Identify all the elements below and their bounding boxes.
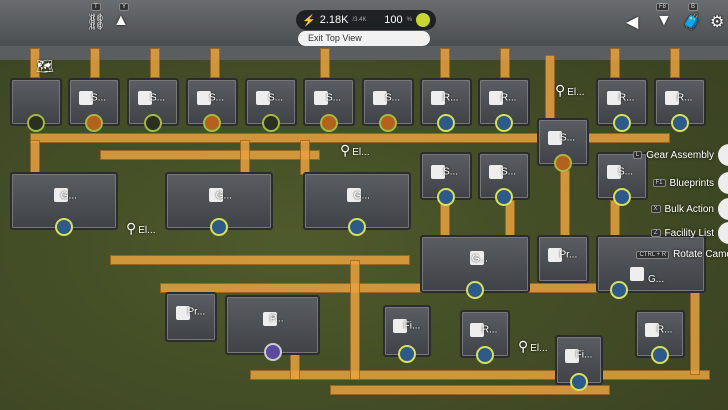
machine[interactable]: S... (362, 78, 414, 132)
backpack-icon[interactable]: 🧳 (682, 14, 702, 31)
percent-unit: % (406, 17, 412, 23)
machine[interactable]: P... (225, 295, 320, 361)
gear-machine[interactable]: G... (10, 172, 118, 236)
machine[interactable]: S... (245, 78, 297, 132)
power-icon: ⚡ (302, 14, 316, 27)
machine[interactable]: S... (596, 152, 648, 206)
key-f8: F8 (656, 3, 670, 11)
gear-machine[interactable]: G... (596, 235, 706, 299)
machine[interactable]: S... (303, 78, 355, 132)
pylon-icon: ⚲ (555, 82, 566, 98)
machine[interactable]: R... (635, 310, 685, 364)
tower-icon[interactable]: ▲ (113, 12, 129, 29)
exit-top-view-button[interactable]: Exit Top View (298, 31, 430, 46)
clipboard-icon[interactable]: ▼ (656, 12, 672, 29)
gear-machine[interactable]: G... (165, 172, 273, 236)
percent-value: 100 (384, 14, 403, 26)
machine[interactable] (10, 78, 62, 132)
key-t: T (91, 3, 101, 11)
status-icon (416, 13, 430, 27)
machine[interactable]: Fi... (555, 335, 603, 391)
electric-pylon[interactable]: ⚲El... (126, 220, 156, 236)
machine[interactable]: R... (460, 310, 510, 364)
back-icon[interactable]: ◀ (626, 14, 639, 31)
settings-icon[interactable]: ⚙ (710, 14, 725, 31)
machine[interactable]: R... (654, 78, 706, 132)
machine[interactable]: Fi... (383, 305, 431, 363)
power-max: /3.4K (352, 17, 367, 23)
electric-pylon[interactable]: ⚲El... (518, 338, 548, 354)
machine[interactable]: S... (127, 78, 179, 132)
machine[interactable]: S... (537, 118, 589, 172)
electric-pylon[interactable]: ⚲El... (555, 82, 585, 98)
machine[interactable]: S... (186, 78, 238, 132)
machine[interactable]: R... (478, 78, 530, 132)
power-value: 2.18K (319, 14, 349, 26)
power-hud: ⚡ 2.18K /3.4K 100 % (296, 10, 436, 30)
machine[interactable]: S... (478, 152, 530, 206)
key-b: B (688, 3, 699, 11)
machine[interactable]: Pr... (537, 235, 589, 283)
gear-machine[interactable]: G... (303, 172, 411, 236)
map-search-icon[interactable]: 🗺 (36, 58, 54, 74)
machine[interactable]: Pr... (165, 292, 217, 342)
key-y: Y (119, 3, 130, 11)
machine[interactable]: R... (420, 78, 472, 132)
item-slot (27, 114, 45, 132)
machine[interactable]: R... (596, 78, 648, 132)
machine[interactable]: S... (420, 152, 472, 206)
network-icon[interactable]: ⛓ (86, 14, 107, 31)
machine[interactable]: S... (68, 78, 120, 132)
electric-pylon[interactable]: ⚲El... (340, 142, 370, 158)
gear-machine[interactable]: G... (420, 235, 530, 299)
